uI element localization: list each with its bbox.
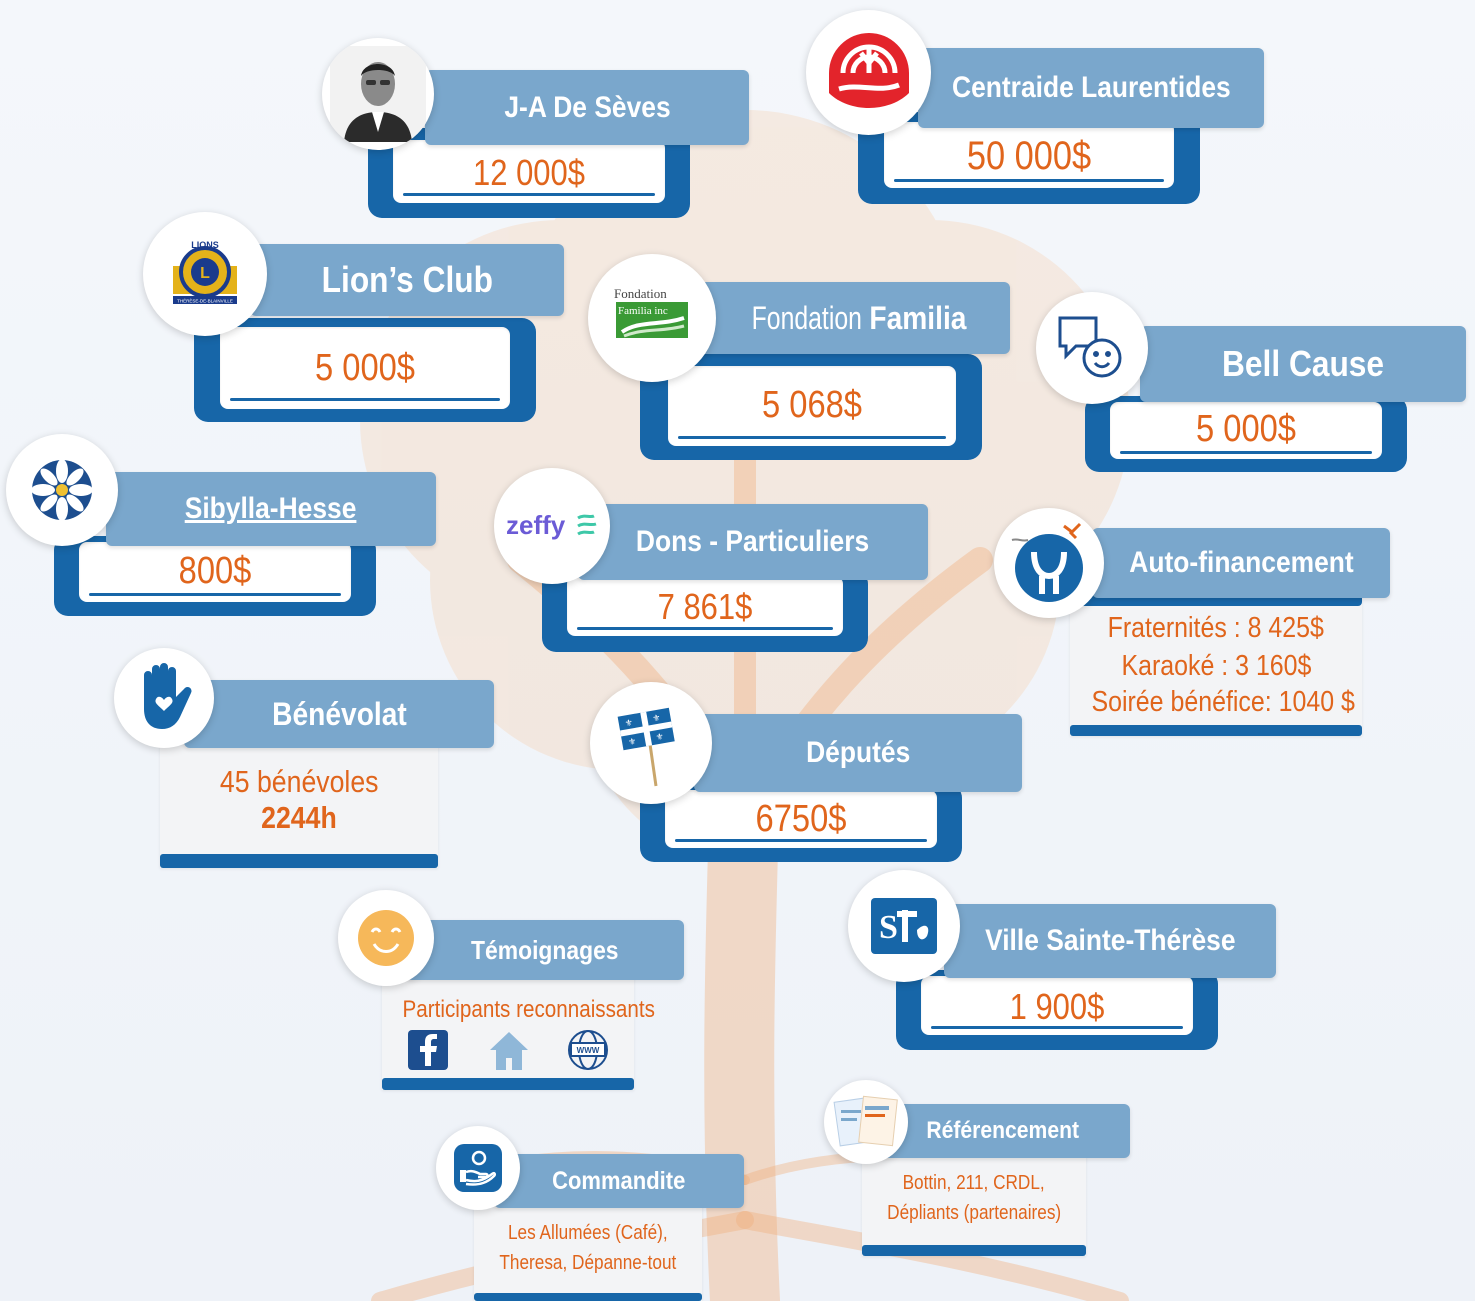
- dons-amount: 7 861$: [657, 586, 753, 627]
- commandite-line2: Theresa, Dépanne-tout: [499, 1252, 677, 1274]
- centraide-hand-icon: [806, 10, 931, 135]
- de-seves-title: J-A De Sèves: [503, 90, 671, 124]
- home-icon[interactable]: [486, 1028, 532, 1072]
- sainte-therese-logo-icon: S: [848, 870, 960, 982]
- benevolat-title: Bénévolat: [271, 695, 407, 732]
- hand-coin-icon: [436, 1126, 520, 1210]
- svg-text:⚜: ⚜: [628, 737, 638, 748]
- temoignages-title: Témoignages: [471, 934, 619, 965]
- auto-title: Auto-financement: [1128, 546, 1354, 579]
- commandite-line1: Les Allumées (Café),: [508, 1222, 668, 1244]
- referencement-title: Référencement: [926, 1117, 1080, 1144]
- lions-title: Lion’s Club: [321, 259, 493, 300]
- raised-hand-heart-icon: [114, 648, 214, 748]
- familia-hand-icon: Fondation Familia inc: [588, 254, 716, 382]
- auto-line-karaoke: Karaoké : 3 160$: [1121, 650, 1311, 682]
- auto-line-fraternites: Fraternités : 8 425$: [1107, 612, 1325, 644]
- quebec-flag-icon: ⚜ ⚜ ⚜ ⚜: [590, 682, 712, 804]
- speech-smiley-icon: [1036, 292, 1148, 404]
- lions-amount: 5 000$: [315, 347, 415, 389]
- bell-amount: 5 000$: [1196, 408, 1296, 450]
- lions-logo-icon: L LIONS THÉRÈSE-DE-BLAINVILLE: [143, 212, 267, 336]
- sibylla-amount: 800$: [178, 550, 252, 592]
- ville-amount: 1 900$: [1009, 986, 1105, 1027]
- svg-text:⚜: ⚜: [652, 713, 662, 724]
- svg-text:zeffy: zeffy: [506, 510, 566, 540]
- sibylla-title[interactable]: Sibylla-Hesse: [185, 492, 357, 525]
- smiley-face-icon: [338, 890, 434, 986]
- portrait-icon: [322, 38, 434, 150]
- familia-amount: 5 068$: [762, 384, 862, 426]
- commandite-title: Commandite: [552, 1166, 686, 1195]
- www-globe-icon[interactable]: WWW: [566, 1028, 610, 1072]
- svg-text:LIONS: LIONS: [191, 240, 219, 250]
- svg-text:THÉRÈSE-DE-BLAINVILLE: THÉRÈSE-DE-BLAINVILLE: [177, 298, 233, 304]
- referencement-line1: Bottin, 211, CRDL,: [902, 1172, 1046, 1194]
- familia-title: Fondation Familia: [751, 299, 967, 336]
- zeffy-logo-icon: zeffy: [494, 468, 610, 584]
- deputes-title: Députés: [805, 736, 911, 769]
- facebook-icon[interactable]: [408, 1030, 448, 1070]
- svg-text:Familia inc: Familia inc: [618, 305, 668, 317]
- temoignages-subtitle: Participants reconnaissants: [402, 996, 655, 1023]
- svg-text:S: S: [879, 909, 898, 946]
- svg-text:⚜: ⚜: [624, 718, 634, 729]
- dons-title: Dons - Particuliers: [636, 525, 870, 558]
- referencement-line2: Dépliants (partenaires): [886, 1202, 1061, 1224]
- auto-line-soiree: Soirée bénéfice: 1040 $: [1091, 686, 1355, 718]
- benevolat-count: 45 bénévoles: [219, 764, 379, 799]
- auto-financement-logo-icon: [994, 508, 1104, 618]
- brochure-icon: [824, 1080, 908, 1164]
- deputes-amount: 6750$: [755, 798, 847, 840]
- svg-text:WWW: WWW: [577, 1046, 600, 1055]
- svg-text:⚜: ⚜: [655, 732, 665, 743]
- svg-text:Fondation: Fondation: [614, 286, 667, 301]
- centraide-amount: 50 000$: [966, 134, 1092, 178]
- svg-text:L: L: [200, 265, 210, 282]
- de-seves-amount: 12 000$: [473, 152, 585, 193]
- edelweiss-icon: [6, 434, 118, 546]
- benevolat-hours: 2244h: [261, 800, 337, 835]
- centraide-title: Centraide Laurentides: [951, 71, 1231, 104]
- ville-title: Ville Sainte-Thérèse: [984, 924, 1236, 957]
- bell-title: Bell Cause: [1221, 343, 1384, 384]
